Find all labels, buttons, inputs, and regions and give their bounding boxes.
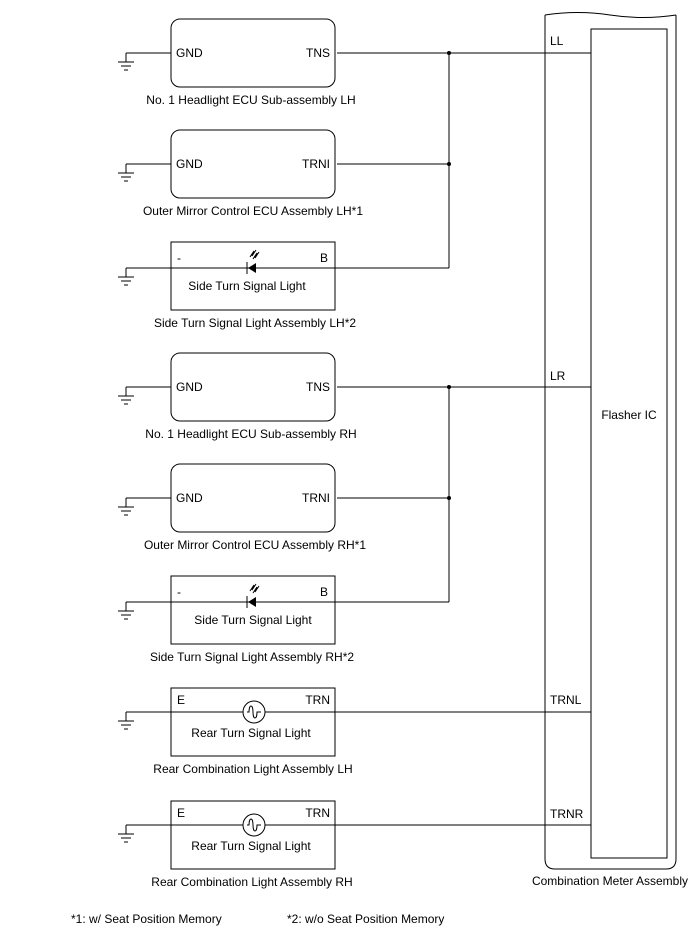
ground-icon bbox=[118, 498, 134, 516]
meter-pin-trnl: TRNL bbox=[550, 693, 582, 707]
ground-icon bbox=[118, 387, 134, 405]
pin-right: TRN bbox=[305, 693, 330, 707]
pin-right: TNS bbox=[306, 46, 330, 60]
junction-dot bbox=[447, 385, 451, 389]
component-side-turn-signal-rh: - B Side Turn Signal Light Side Turn Sig… bbox=[118, 575, 354, 664]
pin-left: - bbox=[177, 585, 181, 599]
junction-dot bbox=[447, 51, 451, 55]
light-inner-label: Rear Turn Signal Light bbox=[191, 839, 311, 853]
led-icon bbox=[246, 249, 260, 274]
pin-left: E bbox=[177, 806, 185, 820]
pin-right: TRN bbox=[305, 806, 330, 820]
component-rear-combination-lh: E TRN Rear Turn Signal Light Rear Combin… bbox=[118, 687, 353, 776]
component-caption: Outer Mirror Control ECU Assembly RH*1 bbox=[144, 538, 366, 552]
meter-break-line bbox=[544, 12, 677, 18]
footnote-1: *1: w/ Seat Position Memory bbox=[71, 912, 222, 926]
component-caption: Outer Mirror Control ECU Assembly LH*1 bbox=[143, 204, 363, 218]
component-headlight-ecu-rh: GND TNS No. 1 Headlight ECU Sub-assembly… bbox=[118, 352, 357, 441]
component-caption: Side Turn Signal Light Assembly RH*2 bbox=[150, 650, 354, 664]
meter-pin-ll: LL bbox=[550, 34, 564, 48]
component-caption: Side Turn Signal Light Assembly LH*2 bbox=[154, 316, 356, 330]
component-caption: No. 1 Headlight ECU Sub-assembly LH bbox=[146, 93, 355, 107]
bulb-icon bbox=[242, 813, 266, 837]
pin-left: GND bbox=[176, 46, 203, 60]
footnote-2: *2: w/o Seat Position Memory bbox=[287, 912, 444, 926]
component-side-turn-signal-lh: - B Side Turn Signal Light Side Turn Sig… bbox=[118, 241, 356, 330]
component-outer-mirror-ecu-rh: GND TRNI Outer Mirror Control ECU Assemb… bbox=[118, 463, 366, 552]
bulb-icon bbox=[242, 700, 266, 724]
component-caption: Rear Combination Light Assembly LH bbox=[153, 762, 352, 776]
light-inner-label: Side Turn Signal Light bbox=[194, 613, 312, 627]
component-caption: Rear Combination Light Assembly RH bbox=[151, 875, 352, 889]
pin-left: GND bbox=[176, 491, 203, 505]
component-outer-mirror-ecu-lh: GND TRNI Outer Mirror Control ECU Assemb… bbox=[118, 129, 363, 218]
ground-icon bbox=[118, 825, 134, 843]
junction-dot bbox=[447, 162, 451, 166]
component-headlight-ecu-lh: GND TNS No. 1 Headlight ECU Sub-assembly… bbox=[118, 18, 356, 107]
pin-left: GND bbox=[176, 380, 203, 394]
meter-pin-lr: LR bbox=[550, 369, 566, 383]
pin-right: B bbox=[320, 251, 328, 265]
flasher-ic-box bbox=[590, 28, 668, 859]
meter-pin-trnr: TRNR bbox=[550, 807, 584, 821]
led-icon bbox=[246, 583, 260, 608]
meter-caption: Combination Meter Assembly bbox=[532, 874, 688, 888]
light-inner-label: Side Turn Signal Light bbox=[188, 279, 306, 293]
junction-dot bbox=[447, 496, 451, 500]
ground-icon bbox=[118, 602, 134, 620]
component-rear-combination-rh: E TRN Rear Turn Signal Light Rear Combin… bbox=[118, 800, 353, 889]
pin-left: - bbox=[177, 251, 181, 265]
pin-left: E bbox=[177, 693, 185, 707]
ground-icon bbox=[118, 268, 134, 286]
ground-icon bbox=[118, 53, 134, 71]
pin-right: TNS bbox=[306, 380, 330, 394]
light-inner-label: Rear Turn Signal Light bbox=[191, 726, 311, 740]
pin-right: TRNI bbox=[302, 157, 330, 171]
ground-icon bbox=[118, 164, 134, 182]
pin-left: GND bbox=[176, 157, 203, 171]
combination-meter-outline bbox=[544, 15, 677, 870]
flasher-ic-label: Flasher IC bbox=[601, 408, 657, 422]
pin-right: B bbox=[320, 585, 328, 599]
pin-right: TRNI bbox=[302, 491, 330, 505]
ground-icon bbox=[118, 712, 134, 730]
component-caption: No. 1 Headlight ECU Sub-assembly RH bbox=[145, 427, 356, 441]
